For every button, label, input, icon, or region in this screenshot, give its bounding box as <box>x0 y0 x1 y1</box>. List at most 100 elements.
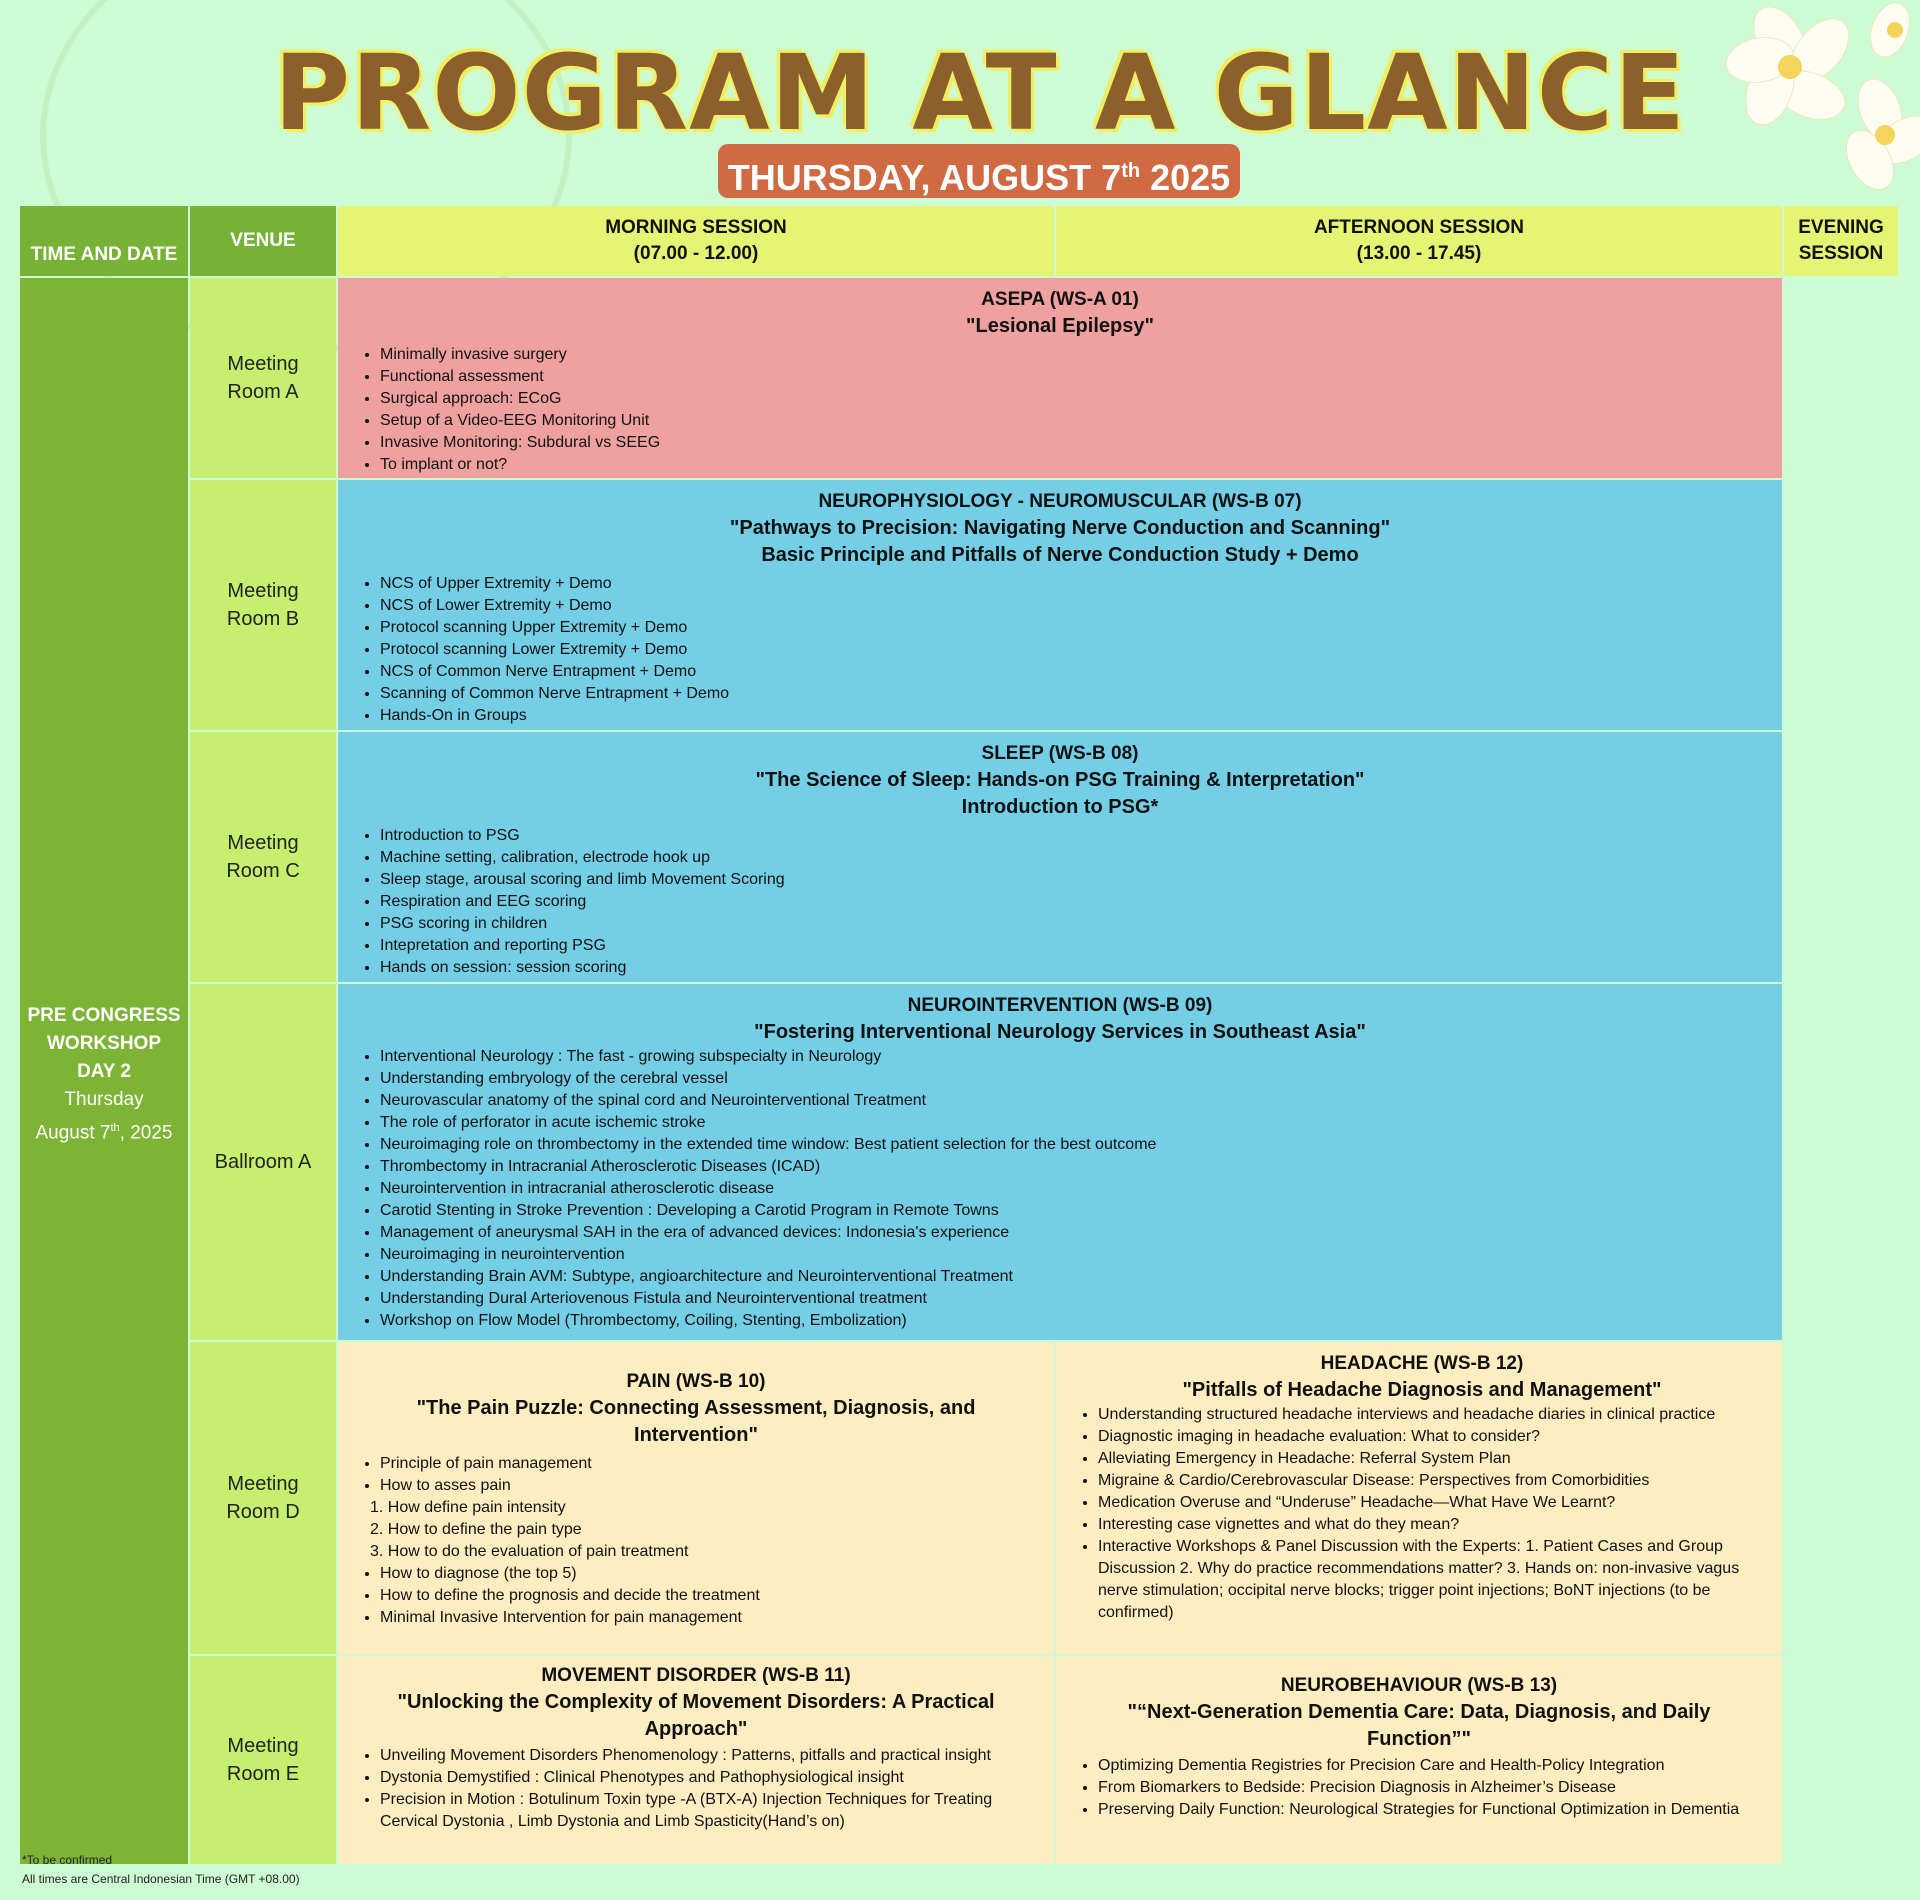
topic-item: How to diagnose (the top 5) <box>380 1563 1042 1585</box>
topic-item: PSG scoring in children <box>380 913 1770 935</box>
topic-item: Sleep stage, arousal scoring and limb Mo… <box>380 869 1770 891</box>
header-venue-label: VENUE <box>230 230 296 251</box>
topic-item: Optimizing Dementia Registries for Preci… <box>1098 1755 1770 1777</box>
workshop-label-line1: PRE CONGRESS <box>27 1005 181 1026</box>
session-subtitle: "Pathways to Precision: Navigating Nerve… <box>729 517 1391 539</box>
venue-label: Meeting <box>227 1735 299 1757</box>
venue-ballroom-a: Ballroom A <box>190 984 336 1340</box>
afternoon-session-label: AFTERNOON SESSION <box>1313 217 1525 238</box>
session-title: PAIN (WS-B 10) <box>626 1371 766 1392</box>
session-subtitle-secondary: Basic Principle and Pitfalls of Nerve Co… <box>761 544 1359 566</box>
session-title: MOVEMENT DISORDER (WS-B 11) <box>541 1665 851 1686</box>
venue-label-room: Room B <box>226 608 300 630</box>
topic-item: Interactive Workshops & Panel Discussion… <box>1098 1536 1776 1624</box>
topic-item: Invasive Monitoring: Subdural vs SEEG <box>380 432 1770 454</box>
morning-session-time: (07.00 - 12.00) <box>633 243 759 264</box>
session-title: NEUROPHYSIOLOGY - NEUROMUSCULAR (WS-B 07… <box>818 491 1302 512</box>
session-movement-disorder: MOVEMENT DISORDER (WS-B 11) "Unlocking t… <box>338 1656 1054 1864</box>
topic-item: Hands-On in Groups <box>380 705 1770 727</box>
topic-item: Principle of pain management <box>380 1453 1042 1475</box>
topic-item: Understanding Brain AVM: Subtype, angioa… <box>380 1266 1770 1288</box>
session-title: NEUROINTERVENTION (WS-B 09) <box>907 995 1213 1016</box>
topic-item: Alleviating Emergency in Headache: Refer… <box>1098 1448 1776 1470</box>
date-text: THURSDAY, AUGUST 7 <box>727 157 1122 198</box>
topic-item: Neurointervention in intracranial athero… <box>380 1178 1770 1200</box>
topic-item: Understanding Dural Arteriovenous Fistul… <box>380 1288 1770 1310</box>
workshop-weekday: Thursday <box>64 1089 144 1110</box>
date-year: 2025 <box>1140 157 1231 198</box>
session-title: SLEEP (WS-B 08) <box>981 743 1139 764</box>
session-sleep: SLEEP (WS-B 08) "The Science of Sleep: H… <box>338 732 1782 982</box>
topic-item: Neuroimaging in neurointervention <box>380 1244 1770 1266</box>
header-time-and-date: TIME AND DATE <box>20 206 188 276</box>
topic-item: Functional assessment <box>380 366 1770 388</box>
workshop-date-text: August 7 <box>35 1122 111 1144</box>
topic-list: Introduction to PSG Machine setting, cal… <box>350 825 1770 979</box>
topic-list: Minimally invasive surgery Functional as… <box>350 344 1770 476</box>
topic-list: Principle of pain management How to asse… <box>350 1453 1042 1629</box>
topic-list: NCS of Upper Extremity + Demo NCS of Low… <box>350 573 1770 727</box>
topic-item: Preserving Daily Function: Neurological … <box>1098 1799 1770 1821</box>
topic-item: Medication Overuse and “Underuse” Headac… <box>1098 1492 1776 1514</box>
topic-subitem: 3. How to do the evaluation of pain trea… <box>370 1543 689 1560</box>
date-banner: THURSDAY, AUGUST 7th 2025 <box>718 144 1240 198</box>
topic-item: How to define the prognosis and decide t… <box>380 1585 1042 1607</box>
session-neurobehaviour: NEUROBEHAVIOUR (WS-B 13) "“Next-Generati… <box>1056 1656 1782 1864</box>
session-pain: PAIN (WS-B 10) "The Pain Puzzle: Connect… <box>338 1342 1054 1654</box>
venue-label-room: Room C <box>226 860 300 882</box>
header-morning-session: MORNING SESSION (07.00 - 12.00) <box>338 206 1054 276</box>
topic-item: How to asses pain <box>380 1475 1042 1497</box>
session-title: NEUROBEHAVIOUR (WS-B 13) <box>1280 1675 1558 1696</box>
topic-item: From Biomarkers to Bedside: Precision Di… <box>1098 1777 1770 1799</box>
topic-list: Unveiling Movement Disorders Phenomenolo… <box>350 1745 1042 1833</box>
topic-item: Workshop on Flow Model (Thrombectomy, Co… <box>380 1310 1770 1332</box>
session-neurophysiology: NEUROPHYSIOLOGY - NEUROMUSCULAR (WS-B 07… <box>338 480 1782 730</box>
topic-list: Optimizing Dementia Registries for Preci… <box>1068 1755 1770 1821</box>
session-subtitle: "The Science of Sleep: Hands-on PSG Trai… <box>755 769 1365 791</box>
evening-session-column <box>1784 278 1898 1864</box>
topic-item: Protocol scanning Lower Extremity + Demo <box>380 639 1770 661</box>
session-neurointervention: NEUROINTERVENTION (WS-B 09) "Fostering I… <box>338 984 1782 1340</box>
topic-item: Dystonia Demystified : Clinical Phenotyp… <box>380 1767 1042 1789</box>
topic-item: NCS of Lower Extremity + Demo <box>380 595 1770 617</box>
venue-label-room: Room E <box>226 1763 300 1785</box>
workshop-date-ordinal: th <box>110 1122 120 1134</box>
topic-item: The role of perforator in acute ischemic… <box>380 1112 1770 1134</box>
session-subtitle: "Fostering Interventional Neurology Serv… <box>754 1021 1366 1043</box>
session-subtitle: "Pitfalls of Headache Diagnosis and Mana… <box>1182 1379 1662 1401</box>
topic-item: Hands on session: session scoring <box>380 957 1770 979</box>
venue-label: Meeting <box>227 353 299 375</box>
topic-item: Interesting case vignettes and what do t… <box>1098 1514 1776 1536</box>
topic-item: Understanding embryology of the cerebral… <box>380 1068 1770 1090</box>
session-title: ASEPA (WS-A 01) <box>981 289 1139 310</box>
footnote-to-be-confirmed: *To be confirmed <box>22 1853 113 1867</box>
footnote-timezone: All times are Central Indonesian Time (G… <box>22 1872 300 1886</box>
venue-label-room: Room D <box>226 1501 300 1523</box>
session-headache: HEADACHE (WS-B 12) "Pitfalls of Headache… <box>1056 1342 1782 1654</box>
topic-list: Interventional Neurology : The fast - gr… <box>350 1046 1770 1332</box>
topic-item: Minimally invasive surgery <box>380 344 1770 366</box>
topic-item: NCS of Upper Extremity + Demo <box>380 573 1770 595</box>
topic-item: Neuroimaging role on thrombectomy in the… <box>380 1134 1770 1156</box>
venue-label-room: Room A <box>227 381 299 403</box>
topic-item: Protocol scanning Upper Extremity + Demo <box>380 617 1770 639</box>
venue-label: Meeting <box>227 1473 299 1495</box>
session-subtitle: "The Pain Puzzle: Connecting Assessment,… <box>416 1397 976 1446</box>
topic-item: Introduction to PSG <box>380 825 1770 847</box>
topic-item: Respiration and EEG scoring <box>380 891 1770 913</box>
session-subtitle: "“Next-Generation Dementia Care: Data, D… <box>1127 1701 1711 1750</box>
workshop-label-line2: WORKSHOP <box>47 1033 161 1054</box>
session-subtitle: "Unlocking the Complexity of Movement Di… <box>397 1691 995 1740</box>
header-venue: VENUE <box>190 206 336 276</box>
afternoon-session-time: (13.00 - 17.45) <box>1356 243 1482 264</box>
workshop-date-year: , 2025 <box>119 1122 173 1144</box>
topic-list: Understanding structured headache interv… <box>1068 1404 1776 1624</box>
topic-item: Diagnostic imaging in headache evaluatio… <box>1098 1426 1776 1448</box>
topic-item: Precision in Motion : Botulinum Toxin ty… <box>380 1789 1042 1833</box>
venue-label: Meeting <box>227 580 299 602</box>
topic-item: To implant or not? <box>380 454 1770 476</box>
